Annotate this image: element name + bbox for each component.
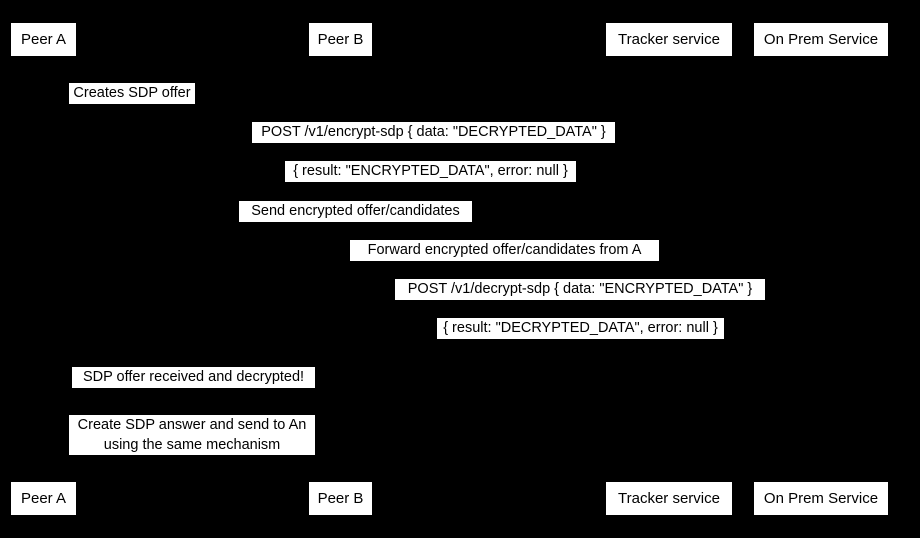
message-text: Create SDP answer and send to An using t… (77, 417, 307, 453)
message-text: SDP offer received and decrypted! (82, 369, 305, 385)
participant-header-peer-b[interactable]: Peer B (308, 22, 373, 57)
message-text: POST /v1/encrypt-sdp { data: "DECRYPTED_… (261, 124, 606, 140)
message-text: Creates SDP offer (73, 85, 191, 101)
participant-label: Tracker service (618, 490, 720, 507)
message-create-sdp-answer[interactable]: Create SDP answer and send to An using t… (68, 414, 316, 456)
arrow-post-decrypt-sdp (340, 301, 820, 302)
participant-label: Peer B (317, 490, 364, 507)
message-text: { result: "ENCRYPTED_DATA", error: null … (293, 163, 568, 179)
arrow-forward-encrypted-offer (340, 262, 668, 263)
arrow-decrypt-sdp-result (340, 340, 820, 341)
message-text: { result: "DECRYPTED_DATA", error: null … (443, 320, 718, 336)
message-creates-sdp-offer[interactable]: Creates SDP offer (68, 82, 196, 105)
participant-footer-peer-b[interactable]: Peer B (308, 481, 373, 516)
participant-footer-tracker-service[interactable]: Tracker service (605, 481, 733, 516)
self-loop-create-sdp-answer (43, 404, 66, 468)
participant-header-on-prem-service[interactable]: On Prem Service (753, 22, 889, 57)
message-encrypt-sdp-result[interactable]: { result: "ENCRYPTED_DATA", error: null … (284, 160, 577, 183)
participant-header-peer-a[interactable]: Peer A (10, 22, 77, 57)
participant-label: Tracker service (618, 31, 720, 48)
participant-label: Peer B (317, 31, 364, 48)
arrow-head-post-encrypt-sdp (812, 140, 820, 148)
arrow-head-decrypt-sdp-result (340, 336, 348, 344)
participant-footer-peer-a[interactable]: Peer A (10, 481, 77, 516)
participant-label: Peer A (20, 490, 67, 507)
message-text: POST /v1/decrypt-sdp { data: "ENCRYPTED_… (407, 281, 753, 297)
self-loop-creates-sdp-offer (43, 72, 66, 116)
arrow-encrypt-sdp-result (43, 183, 820, 184)
arrow-head-send-encrypted-offer (660, 219, 668, 227)
participant-label: On Prem Service (763, 31, 879, 48)
arrow-head-post-decrypt-sdp (812, 297, 820, 305)
arrow-post-encrypt-sdp (43, 144, 820, 145)
self-loop-sdp-offer-received (43, 356, 66, 400)
message-send-encrypted-offer[interactable]: Send encrypted offer/candidates (238, 200, 473, 223)
message-text: Forward encrypted offer/candidates from … (367, 242, 642, 258)
lifeline-peer-a (43, 57, 44, 481)
message-post-decrypt-sdp[interactable]: POST /v1/decrypt-sdp { data: "ENCRYPTED_… (394, 278, 766, 301)
participant-label: Peer A (20, 31, 67, 48)
lifeline-on-prem (820, 57, 821, 481)
arrow-head-encrypt-sdp-result (43, 179, 51, 187)
lifeline-tracker (668, 57, 669, 481)
participant-label: On Prem Service (763, 490, 879, 507)
message-decrypt-sdp-result[interactable]: { result: "DECRYPTED_DATA", error: null … (436, 317, 725, 340)
arrow-head-forward-encrypted-offer (340, 258, 348, 266)
arrow-send-encrypted-offer (43, 223, 668, 224)
lifeline-peer-b (340, 57, 341, 481)
message-post-encrypt-sdp[interactable]: POST /v1/encrypt-sdp { data: "DECRYPTED_… (251, 121, 616, 144)
message-sdp-offer-received[interactable]: SDP offer received and decrypted! (71, 366, 316, 389)
message-forward-encrypted-offer[interactable]: Forward encrypted offer/candidates from … (349, 239, 660, 262)
participant-footer-on-prem-service[interactable]: On Prem Service (753, 481, 889, 516)
message-text: Send encrypted offer/candidates (251, 203, 460, 219)
participant-header-tracker-service[interactable]: Tracker service (605, 22, 733, 57)
